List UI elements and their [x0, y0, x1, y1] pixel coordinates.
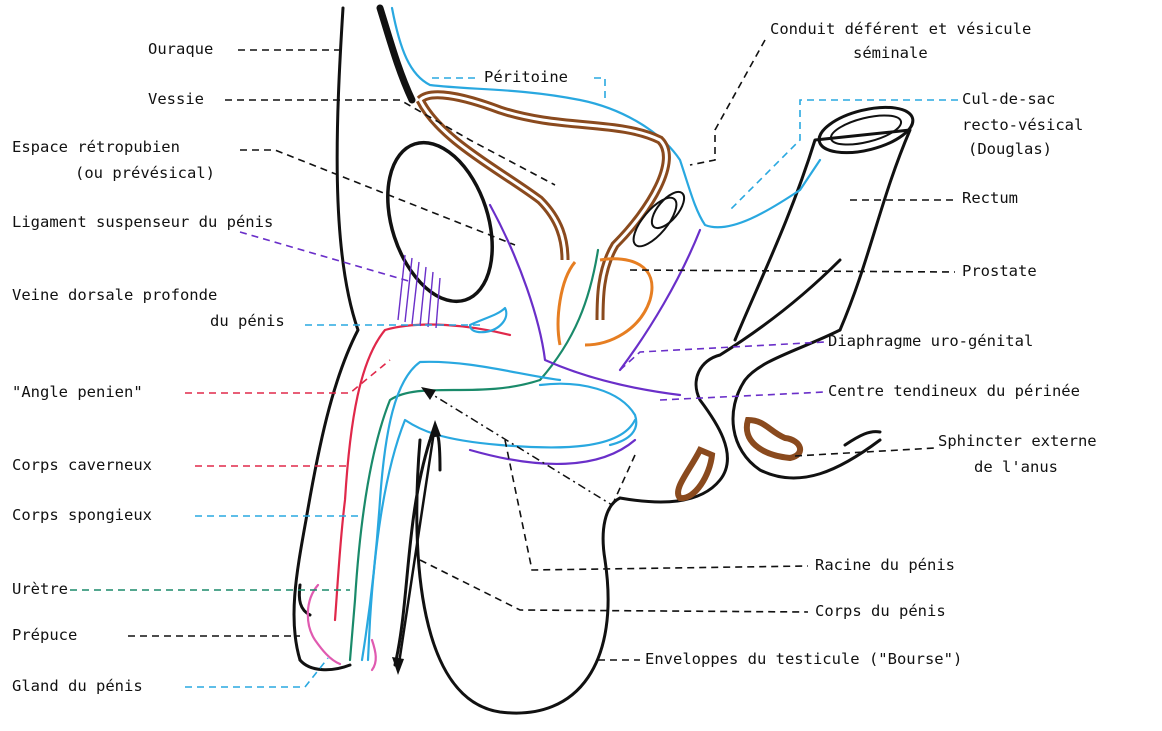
suspensory-ligament	[398, 255, 440, 328]
label-conduit-2: séminale	[853, 44, 928, 62]
label-corps-penis: Corps du pénis	[815, 602, 946, 620]
label-centre: Centre tendineux du périnée	[828, 382, 1080, 400]
rectum-outline	[735, 130, 910, 340]
leader-conduit	[690, 40, 765, 165]
prepuce	[308, 585, 340, 664]
anal-sphincter-right	[747, 420, 800, 458]
leader-prostate	[630, 270, 955, 272]
label-racine: Racine du pénis	[815, 556, 955, 574]
penis-tip-outline	[300, 660, 350, 670]
leader-racine	[505, 440, 808, 570]
label-caverneux: Corps caverneux	[12, 456, 152, 474]
label-conduit-1: Conduit déférent et vésicule	[770, 20, 1031, 38]
pubic-symphysis	[369, 129, 511, 315]
leader-ligament	[240, 232, 412, 282]
label-ouraque: Ouraque	[148, 40, 213, 58]
scrotum-outline	[417, 440, 620, 713]
leader-diaphragme	[620, 342, 825, 370]
label-enveloppes: Enveloppes du testicule ("Bourse")	[645, 650, 962, 668]
label-espace-1: Espace rétropubien	[12, 138, 180, 156]
root-arrow-head	[421, 387, 436, 400]
leader-espace	[240, 150, 515, 245]
penis-length-arrow-head-top	[429, 420, 441, 438]
label-sphincter-1: Sphincter externe	[938, 432, 1097, 450]
corpus-spongiosum-outer	[368, 420, 635, 660]
abdominal-wall-thick	[380, 8, 412, 100]
leader-corps-penis	[420, 560, 808, 612]
label-ligament: Ligament suspenseur du pénis	[12, 213, 273, 231]
body-anterior-outline	[294, 8, 358, 660]
label-spongieux: Corps spongieux	[12, 506, 152, 524]
label-prostate: Prostate	[962, 262, 1037, 280]
prepuce-2	[372, 640, 376, 670]
rectum-lumen-inner	[828, 110, 904, 151]
perineum-outline	[620, 260, 840, 502]
label-diaphragme: Diaphragme uro-génital	[828, 332, 1033, 350]
label-culdesac-2: recto-vésical	[962, 116, 1083, 134]
label-veine-2: du pénis	[210, 312, 285, 330]
bladder-wall	[420, 95, 666, 320]
label-prepuce: Prépuce	[12, 626, 77, 644]
label-sphincter-2: de l'anus	[974, 458, 1058, 476]
buttock-outline	[733, 330, 880, 478]
leader-gland	[185, 658, 328, 687]
corpus-spongiosum-inner	[362, 362, 560, 660]
leader-centre	[660, 392, 825, 400]
label-culdesac-3: (Douglas)	[968, 140, 1052, 158]
label-uretre: Urètre	[12, 580, 68, 598]
label-culdesac-1: Cul-de-sac	[962, 90, 1055, 108]
label-peritoine: Péritoine	[484, 68, 568, 86]
urethra	[350, 250, 598, 660]
penis-length-arrow-head-bottom	[392, 657, 404, 675]
label-espace-2: (ou prévésical)	[75, 164, 215, 182]
label-rectum: Rectum	[962, 189, 1018, 207]
label-angle: "Angle penien"	[12, 383, 143, 401]
label-gland: Gland du pénis	[12, 677, 143, 695]
label-veine-1: Veine dorsale profonde	[12, 286, 217, 304]
spongiosum-bulb	[540, 384, 636, 445]
label-vessie: Vessie	[148, 90, 204, 108]
peritoneum-line	[392, 8, 820, 227]
root-arrow	[425, 390, 612, 505]
uro-genital-fascia	[490, 205, 700, 395]
